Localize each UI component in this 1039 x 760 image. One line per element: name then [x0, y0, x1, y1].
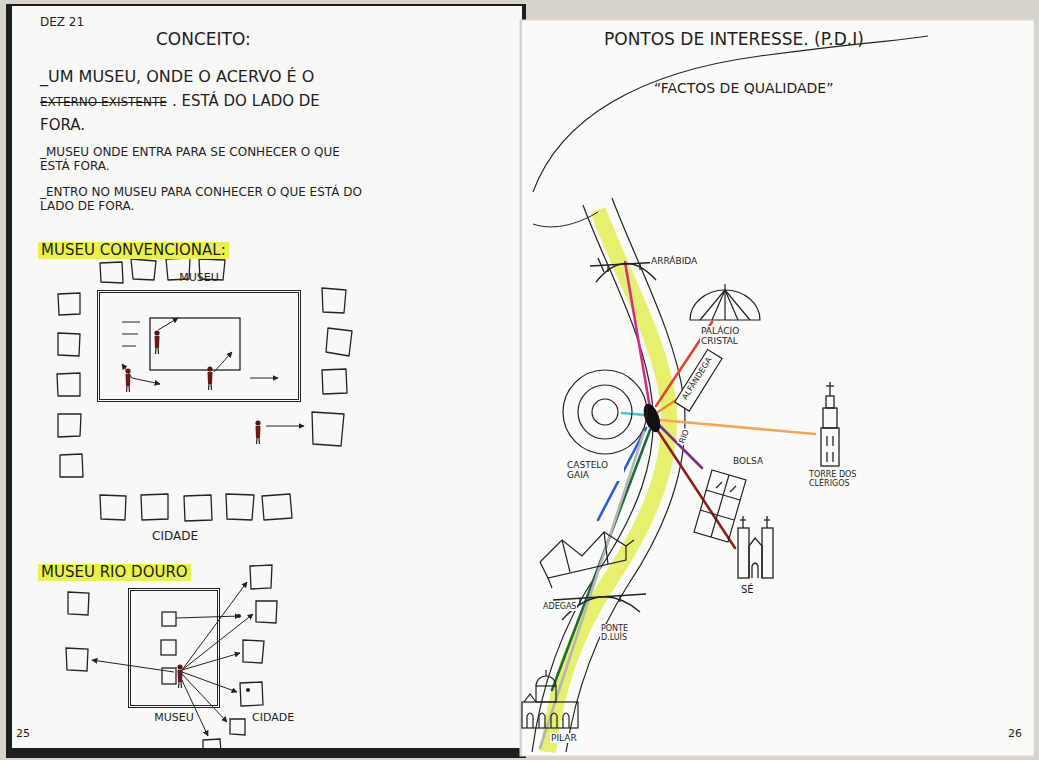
museum-label: MUSEU [128, 712, 220, 725]
handwritten-note: MUSEU RIO DOURO [38, 564, 191, 581]
museum-label: MUSEU [97, 272, 301, 285]
handwritten-note: CIDADE [152, 530, 198, 544]
map-label: PONTE D.LUÍS [600, 624, 650, 642]
museum-box: MUSEU [128, 588, 220, 727]
map-label: BOLSA [732, 456, 764, 466]
map-label: PILAR [550, 733, 578, 743]
map-label: TORRE DOS CLÉRIGOS [808, 470, 866, 488]
map-label: PALÁCIO CRISTAL [700, 326, 762, 347]
handwritten-note: MUSEU CONVENCIONAL: [38, 242, 229, 259]
handwritten-note: _ENTRO NO MUSEU PARA CONHECER O QUE ESTÁ… [40, 186, 370, 214]
museum-box: MUSEU [97, 272, 301, 402]
map-label: ADEGAS [542, 602, 577, 611]
handwritten-note: _UM MUSEU, ONDE O ACERVO É O [40, 68, 314, 86]
map-label: CASTELO GAIA [566, 460, 624, 481]
handwritten-note: CONCEITO: [156, 30, 251, 50]
handwritten-note: . ESTÁ DO LADO DE [172, 93, 320, 110]
museum-outline [128, 588, 220, 708]
handwritten-note: PONTOS DE INTERESSE. (P.D.I) [604, 30, 864, 50]
handwritten-note: _MUSEU ONDE ENTRA PARA SE CONHECER O QUE… [40, 146, 350, 174]
handwritten-note: CIDADE [252, 712, 294, 725]
map-label: SÉ [740, 584, 755, 596]
map-label: ARRÁBIDA [650, 256, 698, 266]
museum-outline [97, 290, 301, 402]
handwritten-note: “FACTOS DE QUALIDADE” [654, 80, 833, 96]
page-number: 25 [16, 728, 30, 741]
handwritten-note: DEZ 21 [40, 16, 84, 30]
handwritten-note: EXTERNO EXISTENTE [40, 96, 167, 110]
page-number: 26 [1008, 728, 1022, 741]
handwritten-note: FORA. [40, 117, 85, 134]
